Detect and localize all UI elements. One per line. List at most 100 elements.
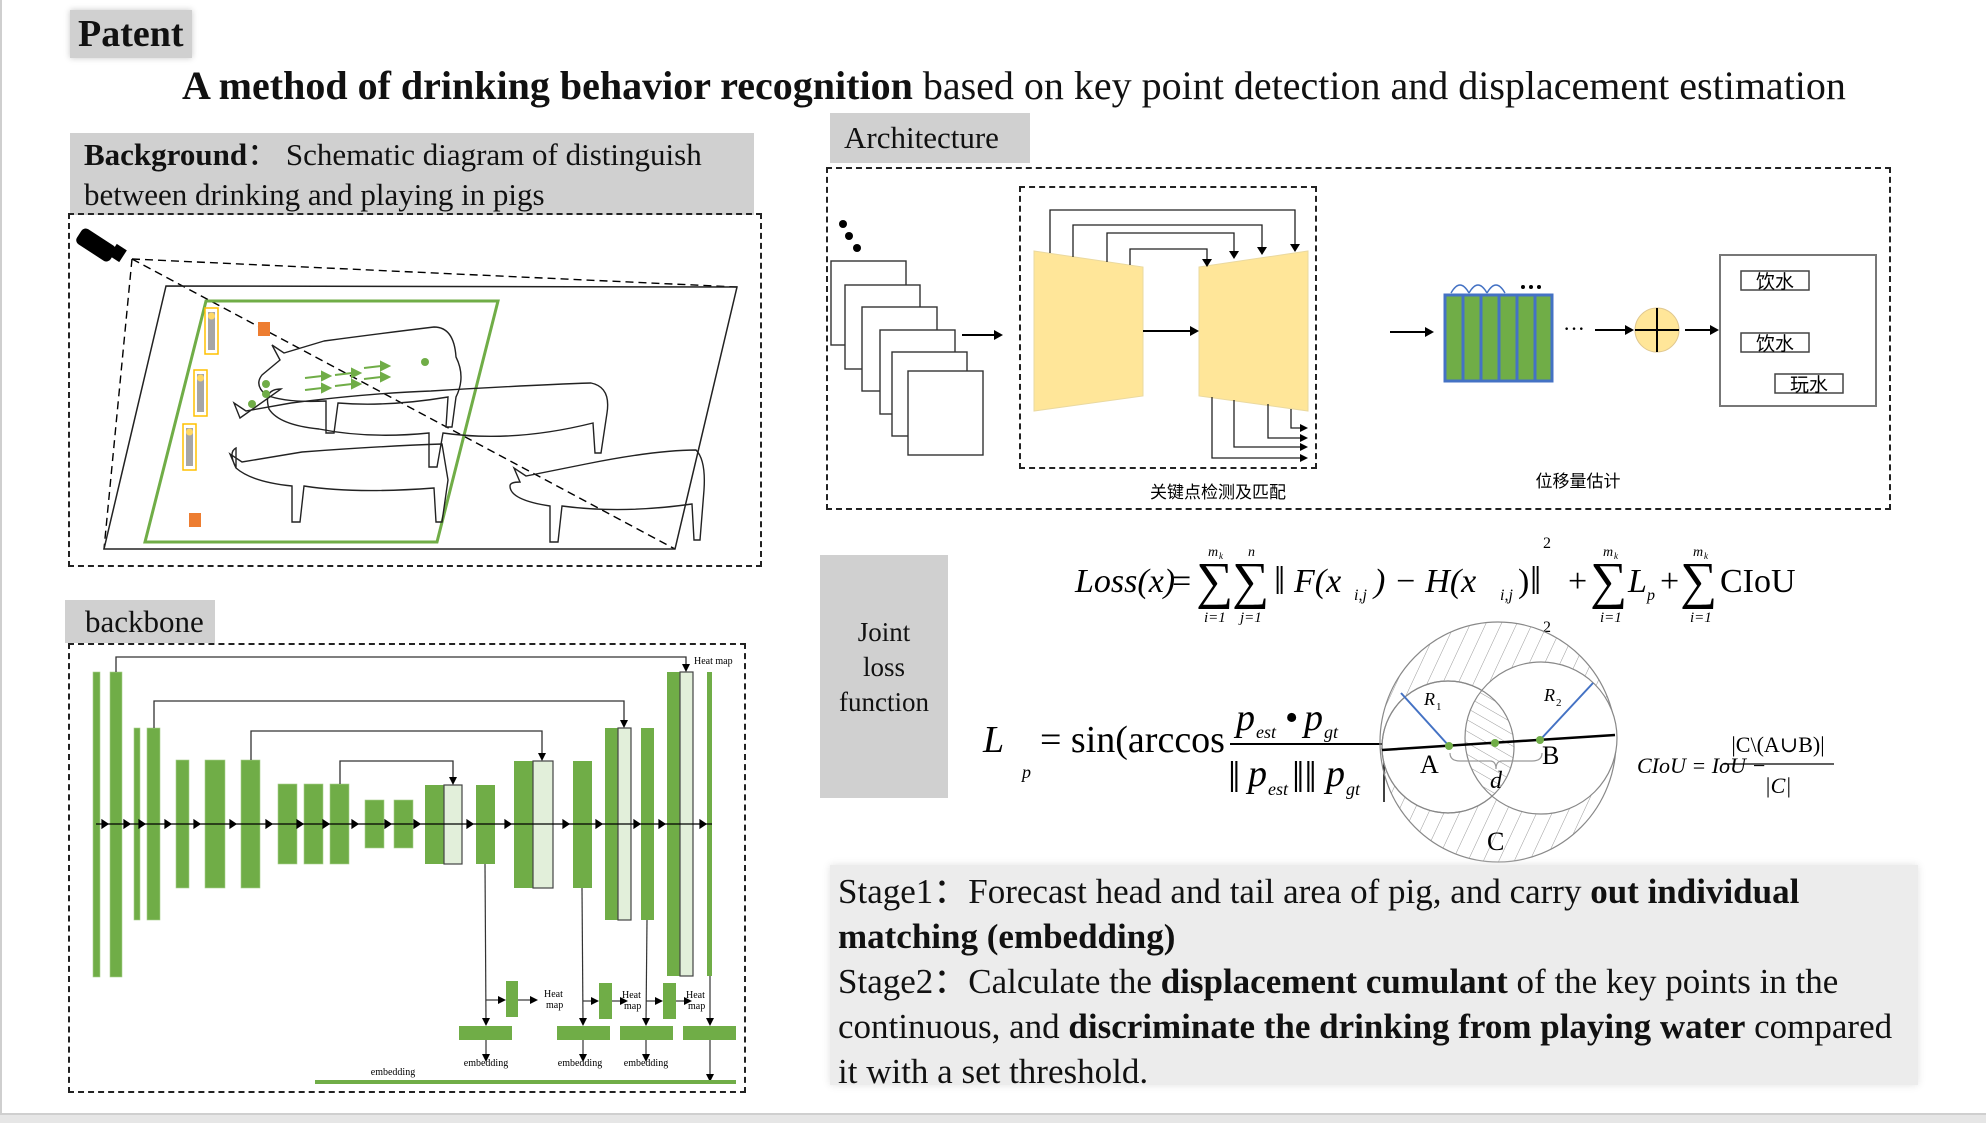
svg-text:L: L [1627,563,1647,600]
stage2-text: Stage2：Calculate the displacement cumula… [838,959,1910,1094]
embedding-head-bars [315,1026,736,1084]
svg-text:i,j: i,j [1500,587,1513,604]
ellipsis-dot [839,220,847,228]
input-frames [830,220,984,456]
embedding-label: embedding [558,1058,602,1069]
camera-view-lines [103,258,738,550]
loss-formula: Loss(x) = ∑ ∑ m k n i=1 j=1 ‖ F(x i,j ) … [1074,535,1796,636]
patent-tag: Patent [70,10,192,58]
heatmap-label: map [624,1001,641,1012]
embedding-labels: embedding embedding embedding embedding [371,1058,668,1078]
result-label-drinking: 饮水 [1756,271,1794,293]
stage2-body: of the key points in the continuous, and [838,962,1839,1046]
svg-text:gt: gt [1346,779,1361,799]
page-bottom-border [0,1113,1986,1123]
svg-text:p: p [1301,697,1323,739]
architecture-label: Architecture [830,113,1030,163]
svg-text:k: k [1219,551,1224,561]
svg-text:est: est [1256,722,1277,742]
displacement-caption: 位移量估计 [1536,472,1621,492]
svg-text:p: p [1020,762,1031,782]
svg-text:‖: ‖ [1228,753,1240,802]
embedding-label: embedding [624,1058,668,1069]
background-diagram-frame [68,213,762,567]
skip-arrowheads [449,664,690,785]
svg-text:est: est [1268,779,1289,799]
stage2-body: Calculate the [968,962,1161,1001]
background-label: Background： Schematic diagram of disting… [70,133,754,215]
svg-text:): ) [1518,563,1529,600]
svg-text:|C|: |C| [1765,773,1792,798]
svg-text:B: B [1542,741,1559,770]
lp-formula: L p = sin(arccos p est • p gt ‖ p est ‖‖… [982,697,1385,802]
svg-text:i=1: i=1 [1690,610,1712,626]
result-label-playing: 玩水 [1790,374,1828,396]
stage1-prefix: Stage1： [838,872,969,911]
heatmap-label: map [546,1000,563,1011]
svg-text:+: + [1660,563,1679,600]
svg-text:k: k [1704,551,1709,561]
svg-text:gt: gt [1324,722,1339,742]
svg-text:R: R [1423,689,1435,709]
ellipsis-text: ··· [1563,316,1585,341]
svg-text:∑: ∑ [1680,553,1717,610]
backbone-label: backbone [65,600,215,643]
feeder-marker [189,513,201,527]
ellipsis-dot [853,244,861,252]
svg-text:‖‖: ‖‖ [1292,753,1317,802]
svg-text:A: A [1420,750,1439,779]
heatmap-labels: Heat map Heat map Heat map [544,989,705,1012]
sum-symbol: ∑ [1196,553,1233,610]
heatmap-label: map [688,1001,705,1012]
embedding-label: embedding [464,1058,508,1069]
svg-text:CIoU = IoU −: CIoU = IoU − [1637,753,1766,778]
svg-text:p: p [1233,697,1255,739]
background-label-text: Schematic diagram of distinguish between… [84,137,702,212]
keypoint-detection-frame [1019,186,1317,469]
svg-text:m: m [1693,545,1703,560]
sum-symbol: ∑ [1232,553,1269,610]
joint-loss-line: function [839,687,929,717]
stage1-bold: out individual matching (embedding) [838,872,1800,956]
svg-text:‖: ‖ [1274,558,1285,603]
svg-text:j=1: j=1 [1238,610,1262,626]
stage2-body: compared it with a set threshold. [838,1007,1893,1091]
backbone-heads [484,863,711,1078]
stage2-bold: displacement cumulant [1160,962,1508,1001]
result-label-drinking: 饮水 [1756,333,1794,355]
joint-loss-label: Joint loss function [820,555,948,798]
backbone-flow-arrows [96,818,712,830]
stage1-text: Stage1：Forecast head and tail area of pi… [838,869,1910,959]
heatmap-label: Heat [686,990,705,1001]
svg-text:•: • [1285,697,1298,739]
joint-loss-line: loss [862,652,906,682]
heatmap-head-bars [506,981,676,1019]
stage2-prefix: Stage2： [838,962,969,1001]
stage2-bold: discriminate the drinking from playing w… [1068,1007,1746,1046]
svg-text:∑: ∑ [1590,553,1627,610]
page-left-border [0,0,2,1121]
title-rest: based on key point detection and displac… [912,63,1846,108]
backbone-frame [68,643,746,1093]
arrow-icon [1685,325,1719,335]
ellipsis-dot [845,232,853,240]
keypoint-caption: 关键点检测及匹配 [1150,483,1286,503]
svg-text:2: 2 [1556,697,1562,709]
background-label-bold: Background [84,137,248,172]
drinking-zone [143,299,500,544]
stages-panel: Stage1：Forecast head and tail area of pi… [830,865,1918,1091]
feeder-marker [258,322,270,336]
svg-text:C: C [1487,827,1504,856]
svg-text:p: p [1646,587,1655,604]
embedding-label: embedding [371,1067,415,1078]
displacement-arrows [304,360,392,394]
svg-text:d: d [1490,768,1503,794]
skip-connections [1049,209,1296,265]
background-label-sep: ： [247,137,279,172]
page-title: A method of drinking behavior recognitio… [182,58,1846,114]
svg-text:i=1: i=1 [1204,610,1226,626]
svg-text:R: R [1543,685,1555,705]
aggregation-icon [1634,307,1680,353]
temporal-feature-block [1443,284,1554,383]
arrow-icon [962,330,1003,340]
